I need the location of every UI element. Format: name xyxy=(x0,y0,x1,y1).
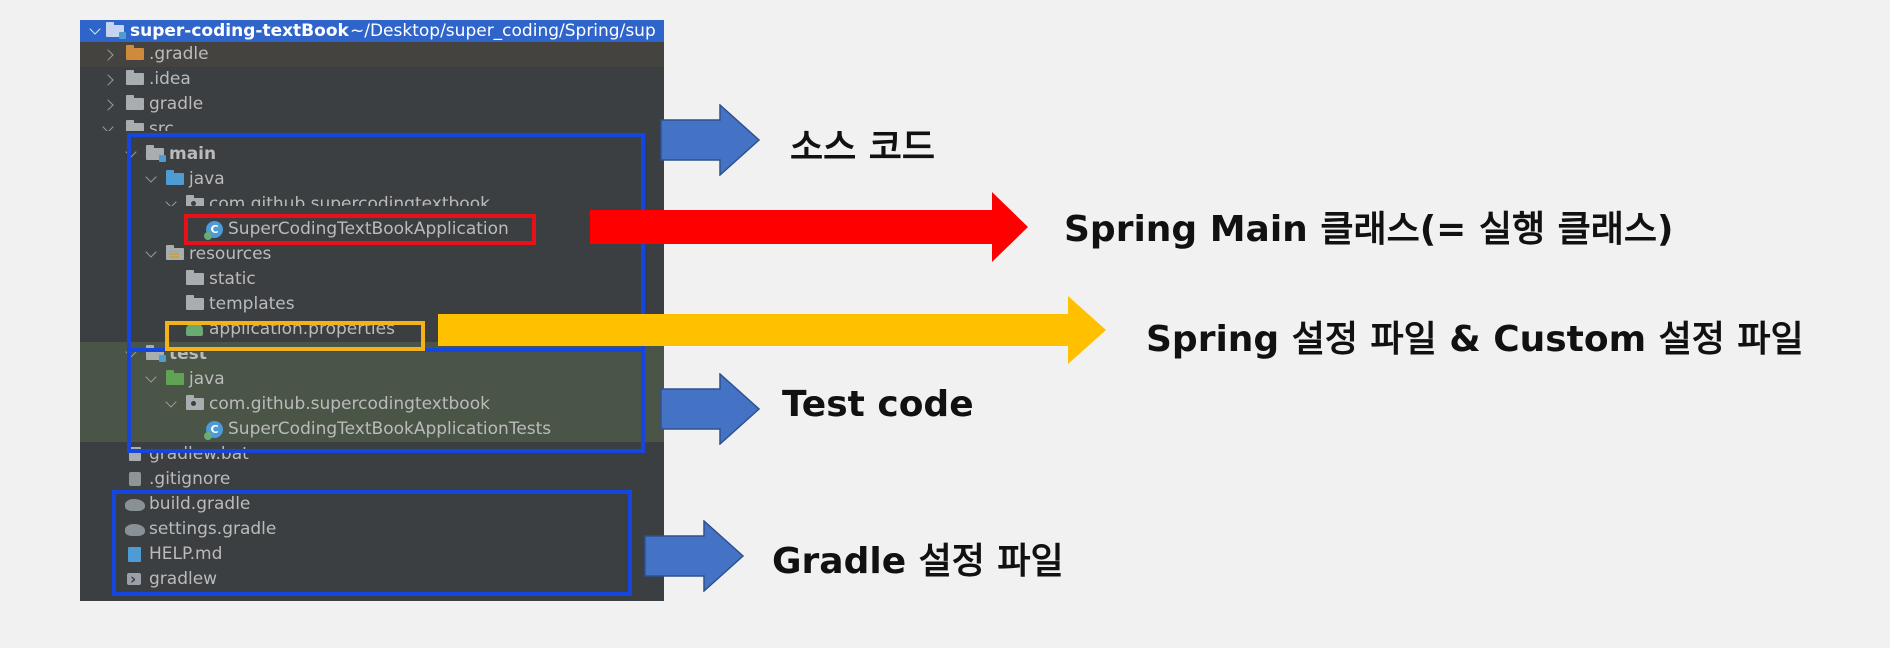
folder-icon xyxy=(126,45,144,60)
gradle-config-caption: Gradle 설정 파일 xyxy=(772,541,1064,582)
chevron-right-icon[interactable] xyxy=(102,74,114,86)
tree-item-label: main xyxy=(169,144,217,164)
tree-row-test-package[interactable]: com.github.supercodingtextbook xyxy=(80,392,664,417)
tree-item-label: templates xyxy=(209,294,295,314)
test-code-caption: Test code xyxy=(782,384,974,425)
tree-item-label: .gradle xyxy=(149,44,209,64)
tree-item-label: build.gradle xyxy=(149,494,251,514)
source-code-caption: 소스 코드 xyxy=(790,127,936,168)
tree-row-resources[interactable]: resources xyxy=(80,242,664,267)
resources-folder-icon xyxy=(166,245,184,260)
tree-row-build-gradle[interactable]: build.gradle xyxy=(80,492,664,517)
project-path: ~/Desktop/super_coding/Spring/sup xyxy=(350,21,656,41)
gradle-config-arrow-icon xyxy=(644,520,745,592)
tree-row-test-java[interactable]: java xyxy=(80,367,664,392)
tree-row-idea[interactable]: .idea xyxy=(80,67,664,92)
source-folder-icon xyxy=(166,170,184,185)
tree-item-label: .gitignore xyxy=(149,469,231,489)
project-name: super-coding-textBook xyxy=(130,21,349,41)
main-class-arrow-icon xyxy=(590,192,1028,262)
chevron-right-icon[interactable] xyxy=(102,49,114,61)
source-code-arrow-icon xyxy=(660,104,761,176)
tree-item-label: com.github.supercodingtextbook xyxy=(209,194,490,206)
tree-row-settings-gradle[interactable]: settings.gradle xyxy=(80,517,664,542)
tree-item-label: java xyxy=(189,169,225,189)
folder-icon xyxy=(126,70,144,85)
main-class-caption: Spring Main 클래스(= 실행 클래스) xyxy=(1064,209,1674,250)
tree-row-src[interactable]: src xyxy=(80,117,664,131)
tree-row-main[interactable]: main xyxy=(80,142,664,167)
tree-row-help-md[interactable]: HELP.md xyxy=(80,542,664,567)
tree-row-test[interactable]: test xyxy=(80,342,664,367)
tree-item-label: settings.gradle xyxy=(149,519,277,539)
tree-item-label: com.github.supercodingtextbook xyxy=(209,394,490,414)
chevron-right-icon[interactable] xyxy=(102,99,114,111)
tree-item-label: gradle xyxy=(149,94,204,114)
folder-icon xyxy=(126,95,144,110)
package-icon xyxy=(186,195,204,206)
tree-item-label: SuperCodingTextBookApplicationTests xyxy=(228,419,552,439)
tree-row-gradle-dir[interactable]: gradle xyxy=(80,92,664,117)
config-caption: Spring 설정 파일 & Custom 설정 파일 xyxy=(1146,319,1804,360)
tree-item-label: java xyxy=(189,369,225,389)
tree-item-label: gradlew xyxy=(149,569,218,589)
tree-item-label: src xyxy=(149,119,174,131)
project-root-row[interactable]: super-coding-textBook ~/Desktop/super_co… xyxy=(80,20,664,42)
project-tree-panel: super-coding-textBook ~/Desktop/super_co… xyxy=(80,20,664,601)
tree-row-static[interactable]: static xyxy=(80,267,664,292)
package-icon xyxy=(186,395,204,410)
test-class-icon: C xyxy=(204,421,223,440)
test-code-arrow-icon xyxy=(660,373,761,445)
chevron-down-icon[interactable] xyxy=(102,121,114,131)
tree-row-dot-gradle[interactable]: .gradle xyxy=(80,42,664,67)
tree-row-main-package[interactable]: com.github.supercodingtextbook xyxy=(80,192,664,206)
chevron-down-icon[interactable] xyxy=(89,23,101,35)
gitignore-icon xyxy=(129,472,141,486)
tree-row-templates[interactable]: templates xyxy=(80,292,664,317)
folder-icon xyxy=(186,295,204,310)
gradle-icon xyxy=(125,499,145,511)
tree-row-gradlew[interactable]: gradlew xyxy=(80,567,664,592)
folder-icon xyxy=(126,120,144,131)
test-folder-icon xyxy=(166,370,184,385)
tree-item-label: HELP.md xyxy=(149,544,223,564)
shell-script-icon xyxy=(127,567,141,592)
spring-properties-icon xyxy=(186,323,203,336)
properties-highlight-box xyxy=(165,321,425,351)
tree-row-main-java[interactable]: java xyxy=(80,167,664,192)
tree-item-label: static xyxy=(209,269,256,289)
folder-icon xyxy=(186,270,204,285)
tree-item-label: SuperCodingTextBookApplication xyxy=(228,219,509,239)
tree-row-gitignore[interactable]: .gitignore xyxy=(80,467,664,492)
module-folder-icon xyxy=(106,22,126,39)
gradle-icon xyxy=(125,524,145,536)
main-class-highlight-box xyxy=(184,214,536,245)
markdown-file-icon xyxy=(128,547,141,562)
tree-item-label: resources xyxy=(189,244,272,264)
tree-item-label: .idea xyxy=(149,69,191,89)
tree-row-test-class[interactable]: C SuperCodingTextBookApplicationTests xyxy=(80,417,664,442)
tree-row-main-class[interactable]: C SuperCodingTextBookApplication xyxy=(80,217,664,242)
module-folder-icon xyxy=(146,145,166,162)
spring-class-icon: C xyxy=(204,221,223,240)
config-arrow-icon xyxy=(438,296,1106,364)
gradle-config-highlight-box xyxy=(112,490,632,596)
